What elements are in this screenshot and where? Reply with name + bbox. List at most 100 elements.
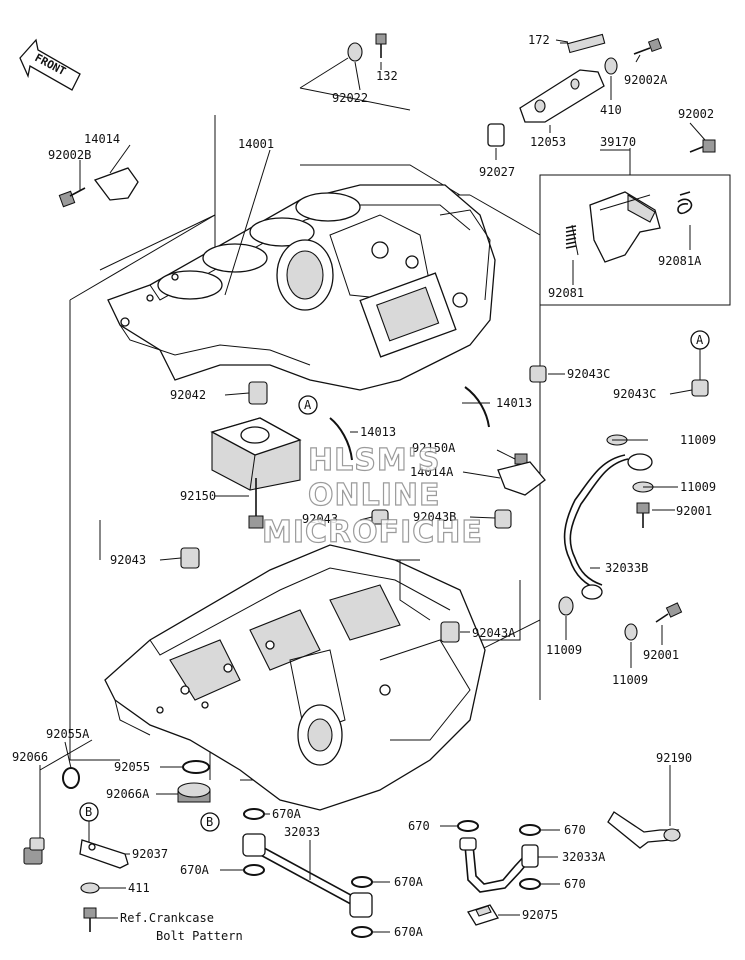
part-39170-group (539, 139, 731, 306)
label-39170: 39170 (600, 135, 636, 149)
watermark: HLSM'S ONLINE MICROFICHE (261, 442, 483, 550)
label-92066A: 92066A (106, 787, 150, 801)
label-14013-a: 14013 (496, 396, 532, 410)
label-670-c: 670 (564, 877, 586, 891)
ref-b-lower-label: B (206, 815, 213, 829)
label-92075: 92075 (522, 908, 558, 922)
label-92027: 92027 (479, 165, 515, 179)
ref-a-right-label: A (696, 333, 704, 347)
part-14014-plate (93, 167, 139, 201)
part-92027-pin (487, 123, 505, 147)
label-92081: 92081 (548, 286, 584, 300)
label-132: 132 (376, 69, 398, 83)
part-92066-plug (23, 837, 45, 865)
label-670A-b: 670A (180, 863, 210, 877)
part-92037-bracket (79, 839, 129, 869)
label-11009-d: 11009 (612, 673, 648, 687)
label-14001: 14001 (238, 137, 274, 151)
label-670-b: 670 (564, 823, 586, 837)
label-32033: 32033 (284, 825, 320, 839)
label-11009-a: 11009 (680, 433, 716, 447)
label-92002A: 92002A (624, 73, 668, 87)
part-crank-caps (210, 417, 302, 491)
part-92001-bolts (636, 502, 683, 623)
ref-marker-b-left: B (79, 802, 99, 842)
label-92043C-b: 92043C (613, 387, 656, 401)
part-172 (560, 33, 606, 54)
label-92043B: 92043B (413, 510, 456, 524)
part-92066A-plug (177, 782, 211, 803)
label-92037: 92037 (132, 847, 168, 861)
ref-marker-b-lower: B (200, 812, 220, 832)
label-92002: 92002 (678, 107, 714, 121)
label-bolt-pattern: Bolt Pattern (156, 929, 243, 943)
label-670-a: 670 (408, 819, 430, 833)
label-670A-a: 670A (272, 807, 302, 821)
ref-marker-a-left: A (298, 395, 318, 415)
part-92190-hose (607, 811, 681, 849)
label-172: 172 (528, 33, 550, 47)
lower-crankcase (104, 544, 486, 811)
label-92043C-a: 92043C (567, 367, 610, 381)
part-92043-dowels (180, 509, 512, 643)
label-11009-b: 11009 (680, 480, 716, 494)
ref-a-left-label: A (304, 398, 312, 412)
label-14013-b: 14013 (360, 425, 396, 439)
leader-lines (39, 39, 706, 933)
watermark-line-2: ONLINE (308, 478, 441, 513)
part-32033-pipe (242, 833, 373, 918)
label-92081A: 92081A (658, 254, 702, 268)
label-14014: 14014 (84, 132, 120, 146)
upper-crankcase (107, 184, 496, 391)
label-14014A: 14014A (410, 465, 454, 479)
part-92022-washer (347, 42, 363, 62)
label-11009-c: 11009 (546, 643, 582, 657)
label-32033A: 32033A (562, 850, 606, 864)
label-ref-crankcase: Ref.Crankcase (120, 911, 214, 925)
part-411-washer (80, 882, 100, 894)
part-92042-dowel (248, 381, 268, 405)
label-92043-a: 92043 (302, 512, 338, 526)
label-92022: 92022 (332, 91, 368, 105)
part-92150-bolt (248, 478, 264, 529)
label-411: 411 (128, 881, 150, 895)
part-labels: 172 132 92022 92002A 410 92002 12053 391… (12, 33, 716, 943)
part-92002A-bolt (633, 37, 663, 55)
part-92002B-bolt (58, 187, 86, 208)
label-92055A: 92055A (46, 727, 90, 741)
label-92055: 92055 (114, 760, 150, 774)
label-12053: 12053 (530, 135, 566, 149)
label-92043A: 92043A (472, 626, 516, 640)
label-92190: 92190 (656, 751, 692, 765)
part-92055A-oring (62, 767, 80, 789)
label-92042: 92042 (170, 388, 206, 402)
watermark-line-1: HLSM'S (308, 443, 440, 478)
label-92066: 92066 (12, 750, 48, 764)
part-crankcase-bolt (83, 907, 97, 932)
part-14014A-plate (497, 461, 546, 496)
label-670A-d: 670A (394, 925, 424, 939)
part-32033A-pipe (459, 837, 539, 893)
label-670A-c: 670A (394, 875, 424, 889)
label-410: 410 (600, 103, 622, 117)
part-14013-thrust (329, 386, 490, 461)
label-92150: 92150 (180, 489, 216, 503)
label-92043-b: 92043 (110, 553, 146, 567)
ref-b-left-label: B (85, 805, 92, 819)
part-132-bolt (375, 33, 387, 58)
part-32033B-pipe (563, 453, 653, 600)
part-12053-guide (519, 69, 605, 123)
watermark-line-3: MICROFICHE (262, 515, 483, 550)
front-arrow-icon: FRONT (19, 38, 81, 91)
label-32033B: 32033B (605, 561, 648, 575)
part-92055-oring (182, 760, 210, 774)
part-92075-clamp (467, 904, 499, 926)
label-92150A: 92150A (412, 441, 456, 455)
ref-marker-a-right: A (690, 330, 710, 380)
part-410-washer (604, 57, 618, 75)
part-92043C-dowel (529, 365, 709, 397)
label-92001-a: 92001 (676, 504, 712, 518)
label-92001-b: 92001 (643, 648, 679, 662)
